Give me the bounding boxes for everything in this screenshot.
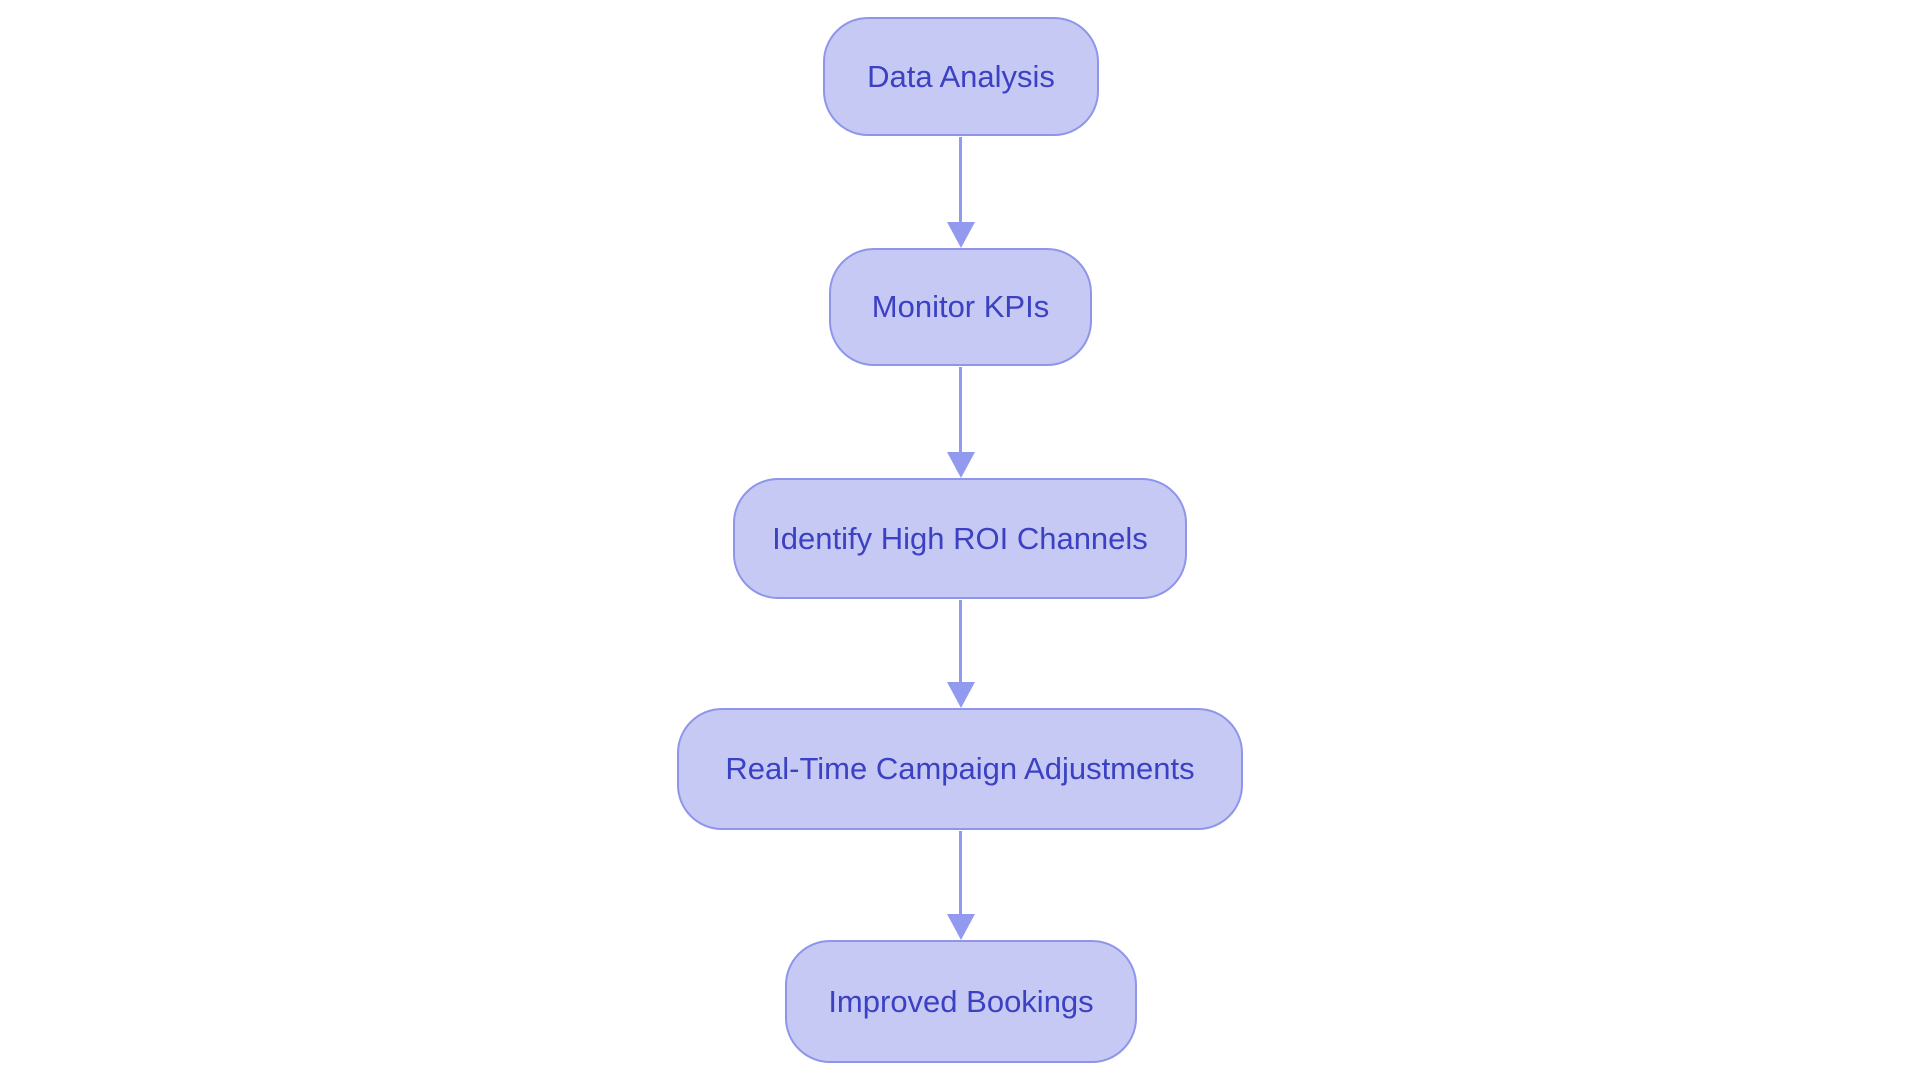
flow-node-label: Improved Bookings: [828, 983, 1094, 1019]
arrow-head-icon: [947, 914, 975, 940]
flow-node-identify-high-roi-channels: Identify High ROI Channels: [733, 478, 1187, 599]
flow-node-label: Data Analysis: [867, 58, 1055, 94]
arrow-shaft: [959, 367, 962, 452]
arrow-head-icon: [947, 452, 975, 478]
flow-node-label: Monitor KPIs: [871, 289, 1050, 325]
flow-node-monitor-kpis: Monitor KPIs: [829, 248, 1092, 366]
arrow-head-icon: [947, 222, 975, 248]
flow-node-data-analysis: Data Analysis: [823, 17, 1099, 136]
flow-node-real-time-campaign-adjustments: Real-Time Campaign Adjustments: [677, 708, 1243, 830]
arrow-head-icon: [947, 682, 975, 708]
arrow-shaft: [959, 600, 962, 682]
flow-node-label: Real-Time Campaign Adjustments: [725, 751, 1195, 787]
flow-node-improved-bookings: Improved Bookings: [785, 940, 1137, 1063]
flow-node-label: Identify High ROI Channels: [772, 520, 1148, 556]
arrow-shaft: [959, 831, 962, 914]
arrow-shaft: [959, 137, 962, 222]
